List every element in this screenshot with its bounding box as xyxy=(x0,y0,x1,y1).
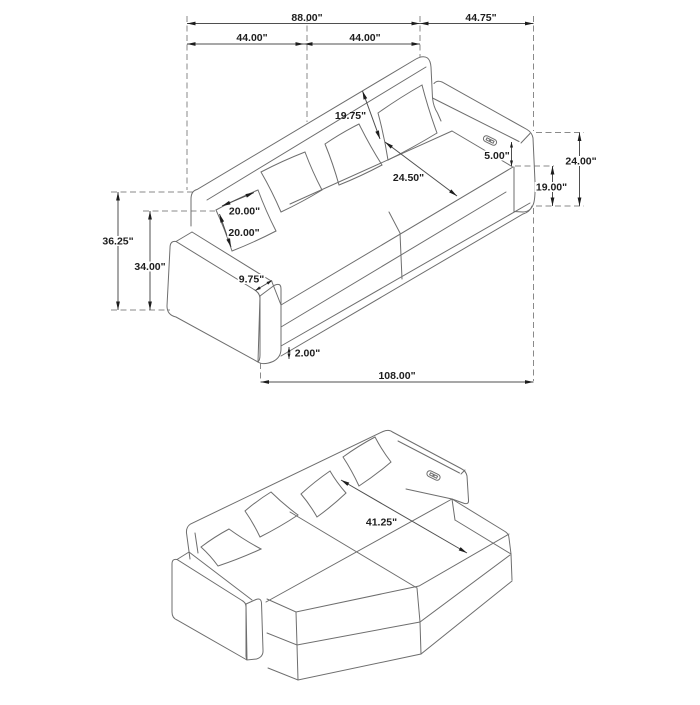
svg-text:36.25": 36.25" xyxy=(102,236,133,248)
svg-text:41.25": 41.25" xyxy=(366,517,397,529)
svg-text:44.00": 44.00" xyxy=(349,32,380,44)
svg-text:20.00": 20.00" xyxy=(229,206,260,218)
svg-text:34.00": 34.00" xyxy=(134,261,165,273)
svg-text:19.75": 19.75" xyxy=(335,110,366,122)
svg-text:44.00": 44.00" xyxy=(236,32,267,44)
svg-text:24.00": 24.00" xyxy=(565,156,596,168)
svg-text:19.00": 19.00" xyxy=(536,182,567,194)
svg-text:44.75": 44.75" xyxy=(465,12,496,24)
svg-text:2.00": 2.00" xyxy=(295,348,320,360)
svg-text:9.75": 9.75" xyxy=(239,274,264,286)
svg-text:24.50": 24.50" xyxy=(393,172,424,184)
svg-text:5.00": 5.00" xyxy=(484,150,509,162)
svg-text:108.00": 108.00" xyxy=(378,370,415,382)
svg-text:20.00": 20.00" xyxy=(228,227,259,239)
svg-text:88.00": 88.00" xyxy=(291,12,322,24)
